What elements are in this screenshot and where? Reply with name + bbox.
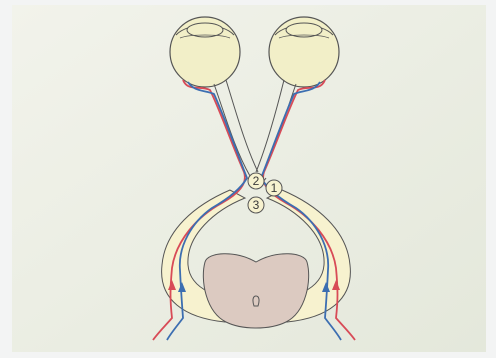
marker-1: 1 [266, 180, 282, 196]
left-eye [170, 17, 240, 87]
brainstem-section [203, 254, 308, 328]
right-eye [269, 17, 339, 87]
marker-2: 2 [248, 173, 264, 189]
marker-3-label: 3 [253, 198, 260, 212]
marker-3: 3 [248, 197, 264, 213]
marker-2-label: 2 [253, 174, 260, 188]
marker-1-label: 1 [271, 181, 278, 195]
